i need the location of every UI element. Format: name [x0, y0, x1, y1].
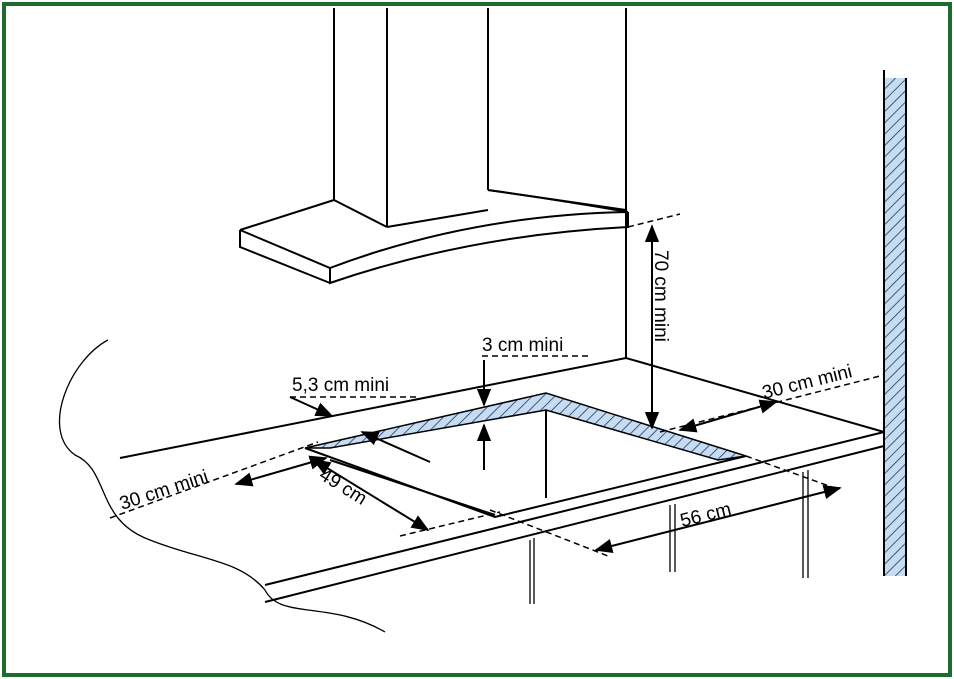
label-edge-clearance: 3 cm mini — [482, 335, 563, 356]
dimension-arrows — [234, 224, 842, 553]
side-wall — [883, 70, 907, 576]
label-side-right: 30 cm mini — [760, 361, 854, 404]
label-hood-height: 70 cm mini — [650, 250, 671, 342]
label-side-left: 30 cm mini — [117, 466, 211, 514]
label-front-clearance: 5,3 cm mini — [292, 375, 389, 396]
label-cutout-width: 56 cm — [678, 499, 733, 532]
cooker-hood — [239, 8, 629, 285]
